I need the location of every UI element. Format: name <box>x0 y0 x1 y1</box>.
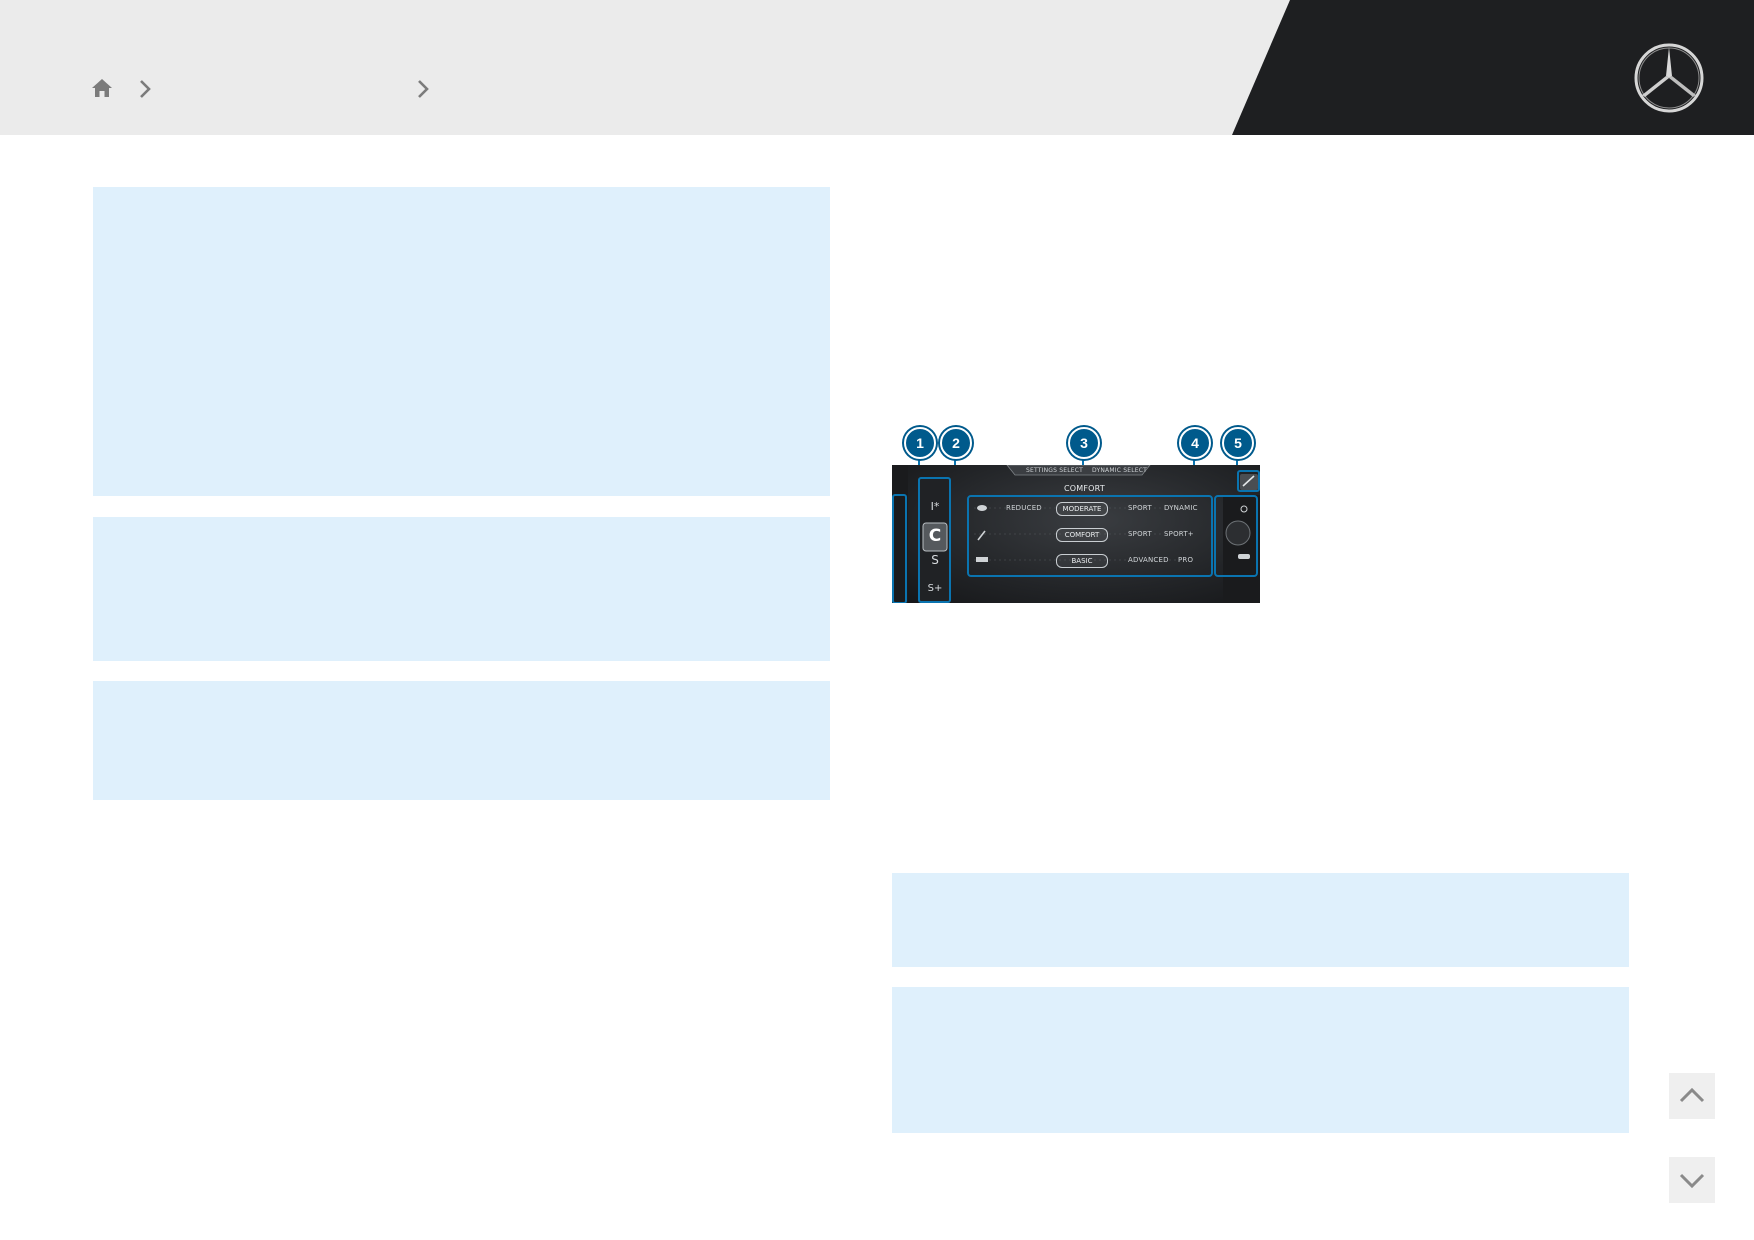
scroll-down-button[interactable] <box>1669 1157 1715 1203</box>
option-pro[interactable]: PRO <box>1178 556 1194 564</box>
chevron-right-icon <box>418 80 429 98</box>
scroll-up-button[interactable] <box>1669 1073 1715 1119</box>
chevron-right-icon <box>140 80 151 98</box>
display-graphics <box>892 465 1260 603</box>
mode-title: COMFORT <box>1064 484 1105 493</box>
option-moderate[interactable]: MODERATE <box>1056 502 1108 516</box>
gear-comfort[interactable]: C <box>928 526 942 546</box>
display-screen: SETTINGS SELECT DYNAMIC SELECT COMFORT I… <box>892 465 1260 603</box>
option-sport[interactable]: SPORT <box>1128 530 1152 538</box>
home-icon[interactable] <box>90 76 114 100</box>
gear-individual[interactable]: I* <box>930 500 940 513</box>
option-sport-plus[interactable]: SPORT+ <box>1164 530 1194 538</box>
tab-dynamic-select[interactable]: DYNAMIC SELECT <box>1092 467 1147 474</box>
breadcrumb <box>90 70 450 106</box>
callout-5: 5 <box>1222 427 1254 459</box>
info-box <box>892 873 1629 967</box>
option-basic[interactable]: BASIC <box>1056 554 1108 568</box>
option-comfort[interactable]: COMFORT <box>1056 528 1108 542</box>
header-dark-panel <box>1232 0 1754 135</box>
callout-3: 3 <box>1068 427 1100 459</box>
gear-sport-plus[interactable]: S+ <box>927 583 943 594</box>
gear-sport[interactable]: S <box>931 553 939 567</box>
callout-4: 4 <box>1179 427 1211 459</box>
option-advanced[interactable]: ADVANCED <box>1128 556 1169 564</box>
info-box <box>93 517 830 661</box>
callout-2: 2 <box>940 427 972 459</box>
info-box <box>892 987 1629 1133</box>
chevron-up-icon <box>1679 1087 1705 1103</box>
info-box <box>93 681 830 800</box>
option-sport[interactable]: SPORT <box>1128 504 1152 512</box>
callout-1: 1 <box>904 427 936 459</box>
info-box <box>93 187 830 496</box>
chevron-down-icon <box>1679 1173 1705 1189</box>
drive-mode-figure: SETTINGS SELECT DYNAMIC SELECT COMFORT I… <box>892 425 1260 603</box>
option-dynamic[interactable]: DYNAMIC <box>1164 504 1198 512</box>
tab-settings-select[interactable]: SETTINGS SELECT <box>1026 467 1084 474</box>
mercedes-star-logo[interactable] <box>1631 40 1707 116</box>
option-reduced[interactable]: REDUCED <box>1006 504 1042 512</box>
